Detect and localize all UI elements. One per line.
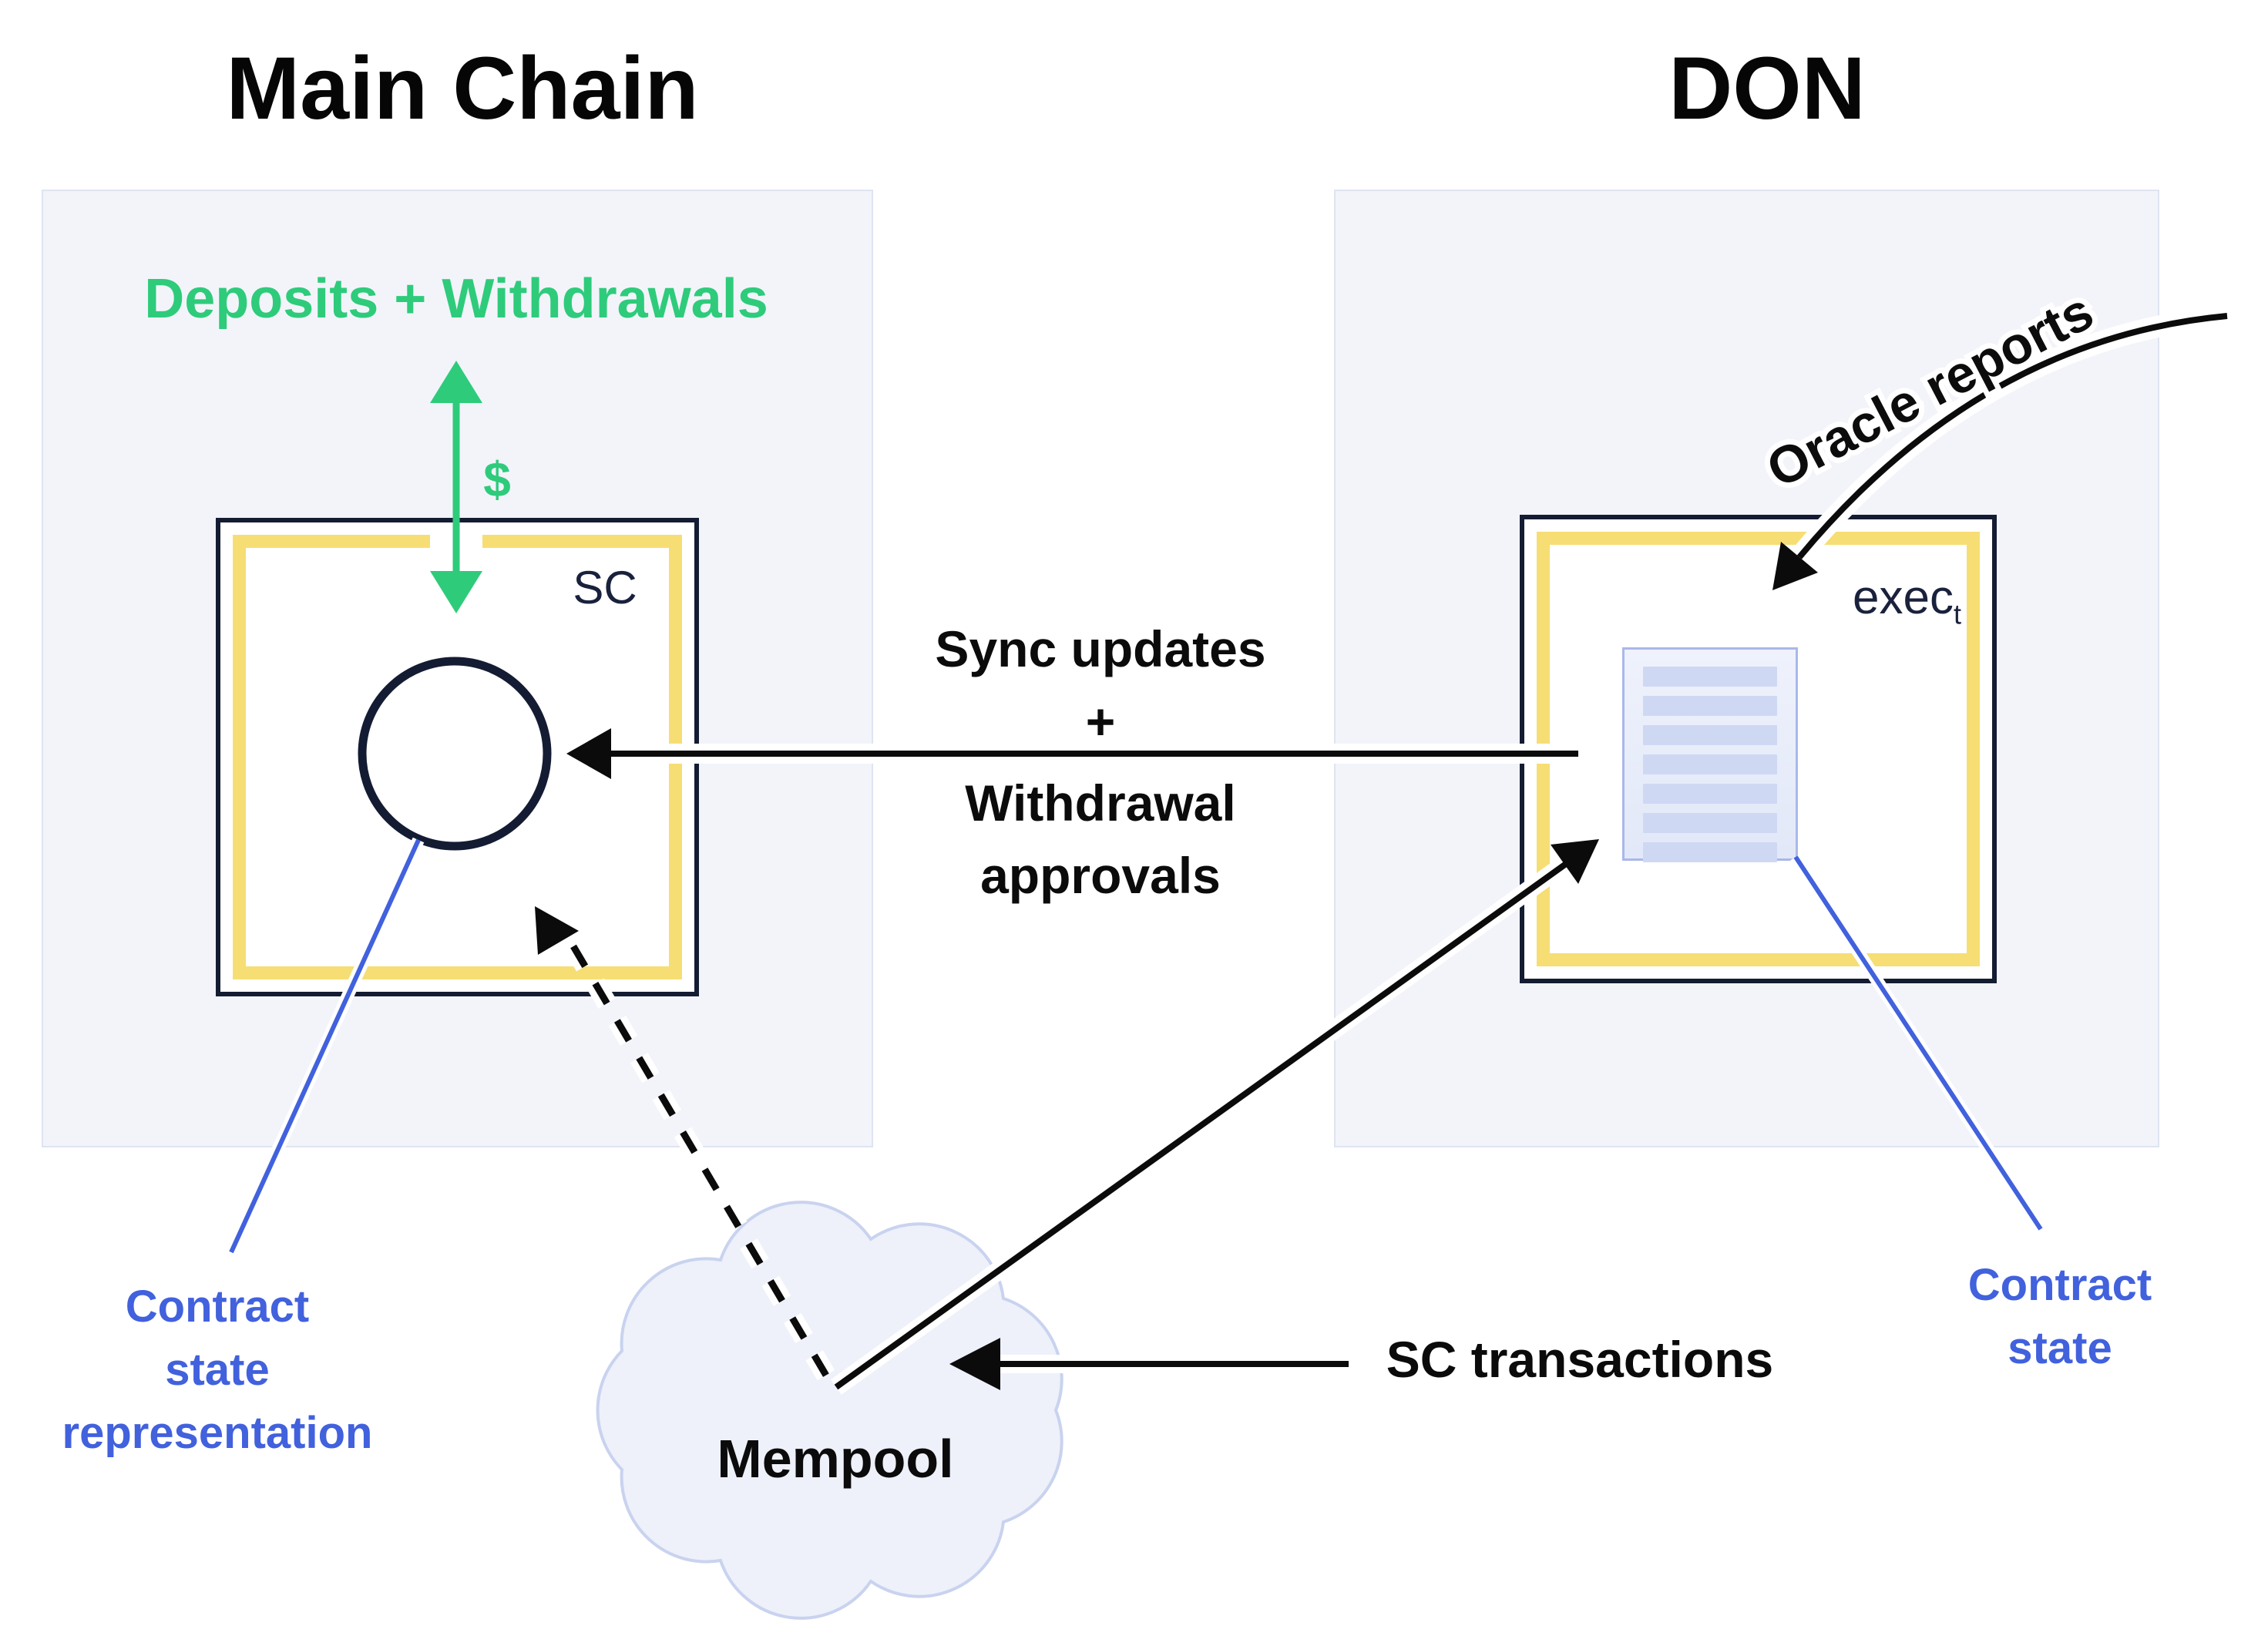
document-line	[1643, 725, 1777, 745]
sc-box-label: SC	[573, 562, 637, 613]
label-line: representation	[62, 1408, 373, 1458]
exec-box-label: exect	[1796, 574, 1961, 628]
label-line: Contract	[125, 1282, 310, 1332]
mempool-cloud	[596, 1201, 1063, 1620]
contract-state-document	[1622, 647, 1798, 862]
deposits-withdrawals-label: Deposits + Withdrawals	[144, 268, 768, 330]
label-line: Contract	[1967, 1260, 2152, 1310]
sync-updates-label: Sync updates	[935, 620, 1266, 677]
mempool-label: Mempool	[717, 1429, 954, 1489]
label-line: state	[165, 1345, 270, 1395]
contract-state-representation-label: Contract state representation	[25, 1275, 410, 1465]
document-line	[1643, 696, 1777, 716]
contract-state-label: Contract state	[1867, 1254, 2253, 1380]
approvals-label: approvals	[980, 847, 1221, 904]
document-line	[1643, 754, 1777, 774]
exec-label-subscript: t	[1954, 598, 1961, 630]
sync-plus-label: +	[1085, 693, 1116, 750]
main-chain-title: Main Chain	[226, 39, 699, 138]
dollar-symbol: $	[483, 452, 511, 507]
withdrawal-label: Withdrawal	[965, 774, 1236, 831]
document-line	[1643, 667, 1777, 687]
sc-transactions-arrow	[949, 1338, 1350, 1390]
don-title: DON	[1668, 39, 1866, 138]
document-line	[1643, 784, 1777, 804]
document-line	[1643, 842, 1777, 862]
sc-transactions-label: SC transactions	[1386, 1331, 1774, 1388]
label-line: state	[2008, 1323, 2112, 1373]
document-line	[1643, 813, 1777, 833]
exec-label-text: exec	[1853, 571, 1954, 624]
